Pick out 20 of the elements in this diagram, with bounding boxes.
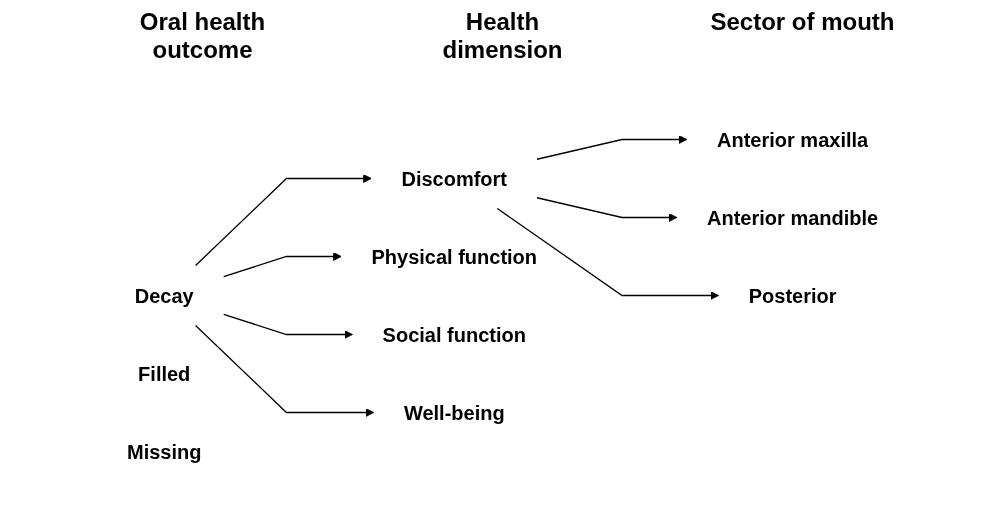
node-text: Anterior maxilla — [716, 128, 869, 151]
arrow — [222, 313, 353, 339]
arrow — [536, 135, 688, 160]
node-text: Missing — [126, 440, 202, 463]
column-heading: Sector of mouth — [709, 8, 896, 37]
arrow — [194, 324, 375, 417]
arrow — [222, 252, 342, 278]
arrow — [194, 174, 372, 267]
node-text: Well-being — [403, 401, 505, 424]
arrow — [536, 197, 678, 222]
arrow — [496, 207, 719, 300]
node-text: Decay — [134, 284, 194, 307]
node-text: Social function — [382, 323, 526, 346]
column-heading: Oral health outcome — [138, 8, 267, 64]
node-text: Filled — [138, 362, 191, 385]
node-text: Discomfort — [401, 167, 507, 190]
column-heading: Health dimension — [441, 8, 564, 64]
node-text: Physical function — [371, 245, 537, 268]
node-text: Posterior — [748, 284, 837, 307]
node-text: Anterior mandible — [706, 206, 879, 229]
